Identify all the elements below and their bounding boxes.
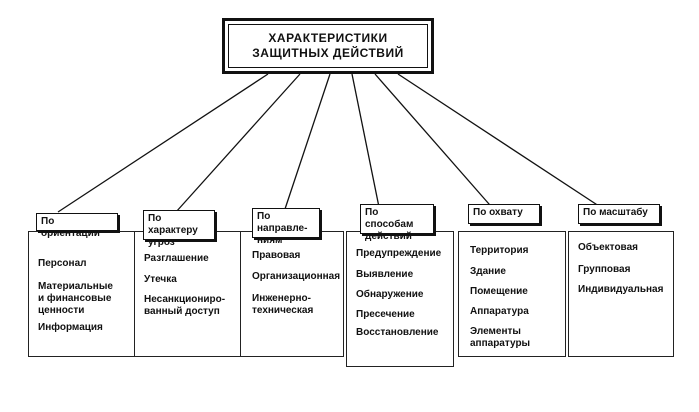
category-header-methods: По способам действий [360,204,434,242]
category-item: Объектовая [578,242,638,253]
category-item: Восстановление [356,327,439,338]
connector-line [57,73,269,213]
category-header-scale: По масштабу [578,204,660,224]
title-inner: ХАРАКТЕРИСТИКИ ЗАЩИТНЫХ ДЕЙСТВИЙ [228,24,428,68]
connector-line [374,73,497,213]
category-item: Выявление [356,269,414,280]
category-item: Обнаружение [356,289,424,300]
category-item: Утечка [144,274,177,285]
category-item: Аппаратура [470,306,529,317]
category-panel-orientation [28,231,136,357]
category-item: Правовая [252,250,301,261]
category-item: Пресечение [356,309,415,320]
connector-line [175,73,301,213]
category-header-threats: По характеру угроз [143,210,215,248]
category-header-coverage: По охвату [468,204,540,224]
title-line-1: ХАРАКТЕРИСТИКИ [268,31,388,45]
category-item: Предупреждение [356,248,442,259]
category-item: Инженерно- техническая [252,293,314,316]
title-box: ХАРАКТЕРИСТИКИ ЗАЩИТНЫХ ДЕЙСТВИЙ [222,18,434,74]
category-item: Помещение [470,286,528,297]
category-panel-scale [568,231,674,357]
category-item: Групповая [578,264,631,275]
title-line-2: ЗАЩИТНЫХ ДЕЙСТВИЙ [252,46,404,60]
connector-line [283,73,331,213]
category-panel-methods [346,231,454,367]
category-item: Информация [38,322,103,333]
category-item: Территория [470,245,529,256]
category-header-orientation: По ориентации [36,213,118,239]
category-header-directions: По направле- ниям [252,208,320,246]
category-item: Здание [470,266,506,277]
category-item: Элементы аппаратуры [470,326,531,349]
connector-line [351,73,381,213]
category-item: Материальные и финансовые ценности [38,281,113,316]
category-item: Организационная [252,271,341,282]
connector-line [397,73,609,213]
category-panel-directions [240,231,344,357]
category-item: Индивидуальная [578,284,664,295]
category-item: Персонал [38,258,87,269]
category-item: Разглашение [144,253,209,264]
category-item: Несанкциониро- ванный доступ [144,294,226,317]
category-panel-coverage [458,231,566,357]
